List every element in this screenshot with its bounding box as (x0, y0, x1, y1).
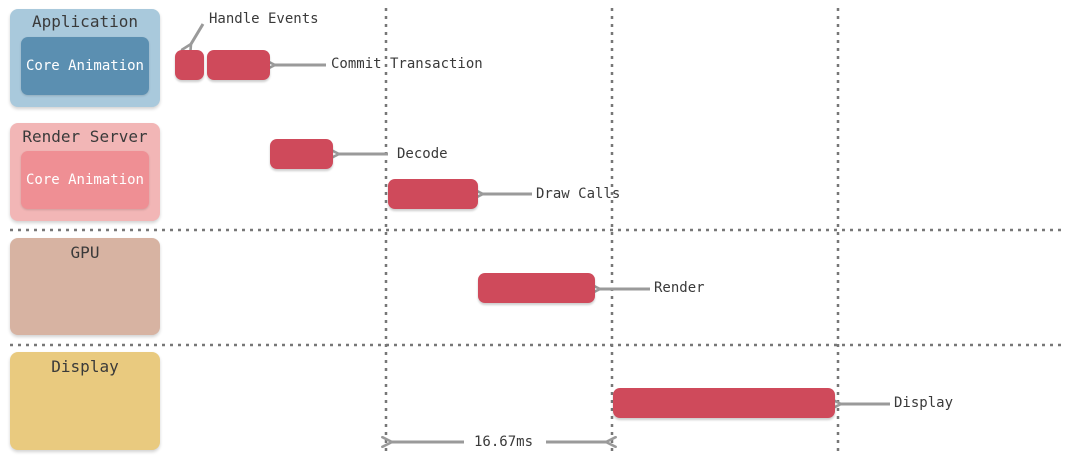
handle-events-arrow (191, 23, 205, 44)
handle-events-label: Handle Events (209, 11, 319, 27)
draw-calls-block (388, 179, 478, 209)
display-lane: Display (10, 352, 160, 450)
gpu-lane-title: GPU (70, 243, 100, 262)
render-server-lane-title: Render Server (22, 127, 148, 146)
render-server-lane: Render Server Core Animation (10, 123, 160, 221)
display-label: Display (894, 395, 954, 411)
display-lane-title: Display (51, 357, 119, 376)
frame-interval-label: 16.67ms (474, 434, 534, 450)
commit-transaction-block (207, 50, 270, 80)
gpu-lane: GPU (10, 238, 160, 335)
render-block (478, 273, 595, 303)
application-lane: Application Core Animation (10, 9, 160, 107)
commit-transaction-label: Commit Transaction (331, 56, 483, 72)
display-block (613, 388, 835, 418)
decode-label: Decode (397, 146, 448, 162)
application-lane-title: Application (32, 12, 138, 31)
render-server-core-animation: Core Animation (21, 151, 149, 209)
render-label: Render (654, 280, 705, 296)
application-core-animation: Core Animation (21, 37, 149, 95)
decode-block (270, 139, 333, 169)
draw-calls-label: Draw Calls (536, 186, 621, 202)
handle-events-block (175, 50, 204, 80)
